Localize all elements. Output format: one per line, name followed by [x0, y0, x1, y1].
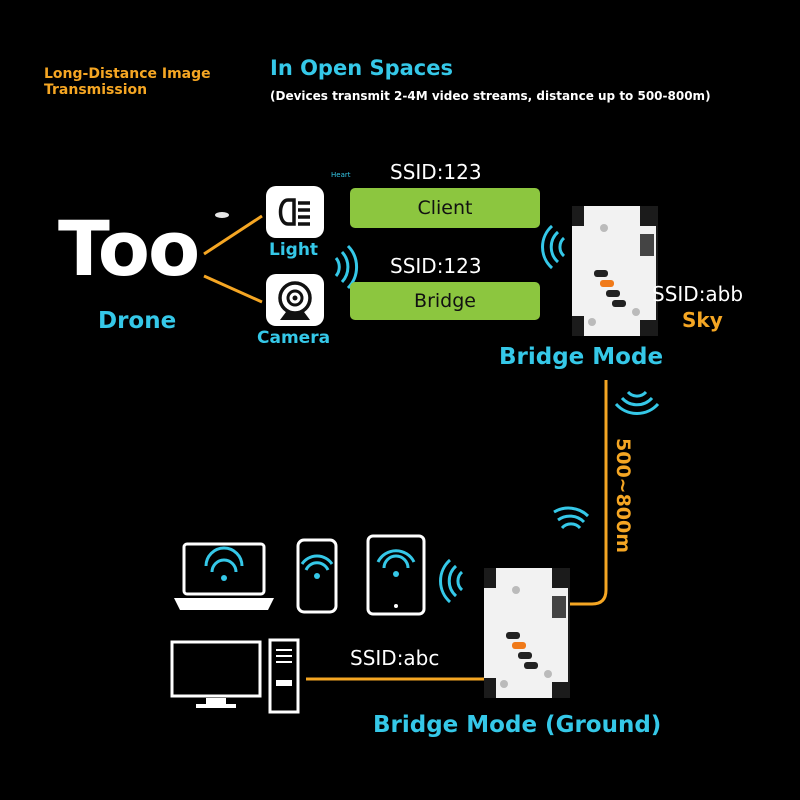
wifi-waves-icon [541, 224, 566, 270]
ground-bridge-module [484, 568, 570, 698]
drone-camera-link [203, 274, 263, 304]
corner-title: Long-Distance Image Transmission [44, 66, 211, 98]
drone-light-link [203, 214, 263, 256]
wifi-waves-icon [439, 558, 464, 604]
bridge-ssid: SSID:123 [390, 254, 482, 278]
wifi-waves-icon [614, 390, 660, 415]
sky-bridge-module [572, 206, 658, 336]
sky-mode-label: Bridge Mode [499, 344, 664, 370]
light-app-tile[interactable] [266, 186, 324, 238]
camera-app-label: Camera [257, 328, 331, 348]
tablet-icon [366, 534, 426, 616]
drone-light-glint [215, 212, 229, 218]
ground-mode-label: Bridge Mode (Ground) [373, 712, 662, 738]
sky-role-label: Sky [682, 308, 723, 332]
sky-ssid: SSID:abb [652, 282, 744, 306]
drone-label: Drone [98, 308, 177, 334]
client-ssid: SSID:123 [390, 160, 482, 184]
heart-label: Heart [331, 171, 351, 179]
camera-app-tile[interactable] [266, 274, 324, 326]
bridge-mode-pill: Bridge [350, 282, 540, 320]
client-mode-pill: Client [350, 188, 540, 228]
page-title: In Open Spaces [270, 56, 453, 80]
headlight-icon [278, 198, 310, 226]
laptop-icon [174, 542, 274, 610]
smartphone-icon [296, 538, 338, 614]
desktop-pc-icon [170, 638, 300, 714]
page-subtitle: (Devices transmit 2-4M video streams, di… [270, 89, 711, 103]
link-distance-label: 500~800m [612, 438, 634, 554]
ground-ssid: SSID:abc [350, 646, 440, 670]
drone-logo-text: Too [58, 204, 200, 293]
sky-ground-link [568, 380, 608, 606]
wifi-waves-icon [553, 506, 590, 530]
light-app-label: Light [269, 240, 319, 260]
webcam-icon [278, 281, 312, 320]
